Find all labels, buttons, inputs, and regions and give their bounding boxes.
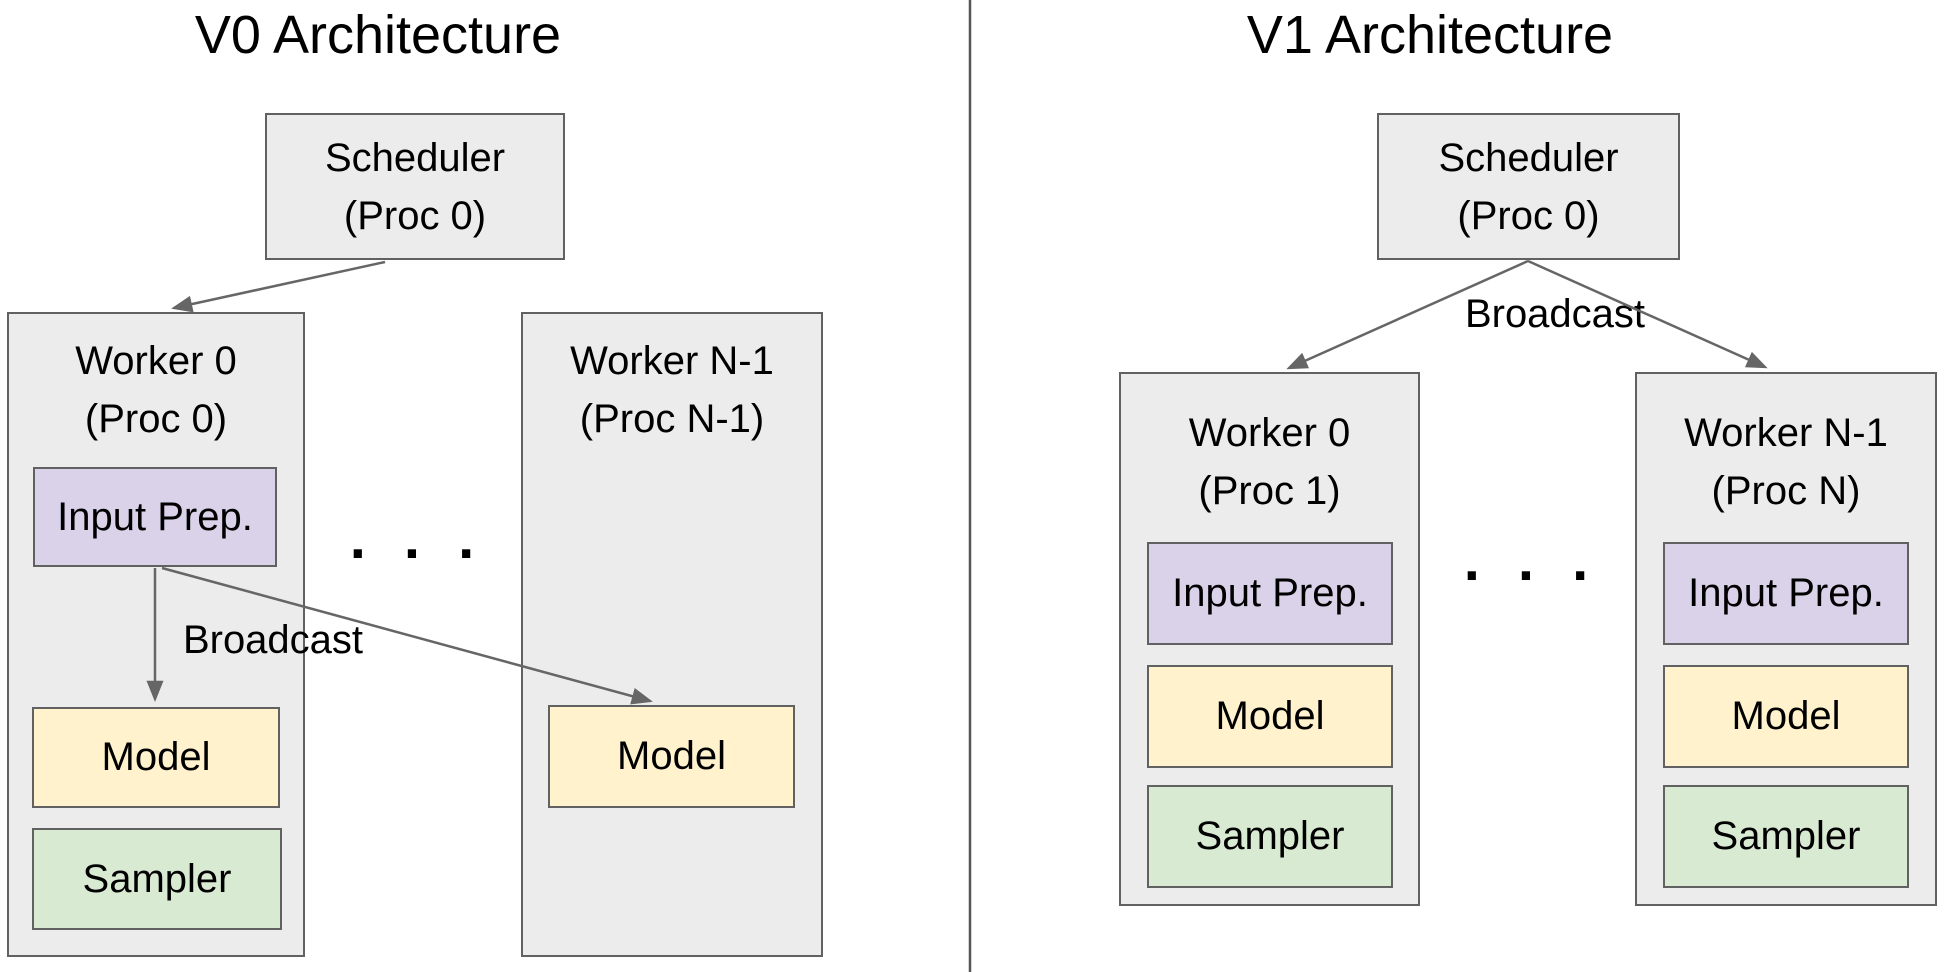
v1-workerN-proc: (Proc N) [1711,469,1861,513]
v1-scheduler-name: Scheduler [1438,135,1619,180]
v1-worker0-proc: (Proc 1) [1198,469,1341,513]
v0-worker0-model-box: Model [32,707,280,808]
v1-worker0-name: Worker 0 [1188,411,1351,455]
v1-workerN-input-prep-box: Input Prep. [1663,542,1909,645]
v0-workerN-proc: (Proc N-1) [579,397,765,441]
v0-scheduler-box: Scheduler (Proc 0) [265,113,565,260]
v1-scheduler-box: Scheduler (Proc 0) [1377,113,1680,260]
v0-worker0-proc: (Proc 0) [84,397,228,441]
v1-worker0-model-box: Model [1147,665,1393,768]
v0-scheduler-proc: (Proc 0) [343,193,487,238]
v1-workerN-label: Worker N-1 (Proc N) [1635,404,1937,520]
v1-worker0-label: Worker 0 (Proc 1) [1119,404,1420,520]
v1-worker0-sampler-box: Sampler [1147,785,1393,888]
v0-ellipsis: . . . [349,505,477,571]
v0-workerN-model-box: Model [548,705,795,808]
v0-workerN-label: Worker N-1 (Proc N-1) [521,332,823,448]
v0-worker0-label: Worker 0 (Proc 0) [7,332,305,448]
v1-broadcast-label: Broadcast [1464,292,1646,336]
v0-worker0-name: Worker 0 [75,339,237,383]
v1-scheduler-proc: (Proc 0) [1457,193,1600,238]
v1-workerN-name: Worker N-1 [1684,411,1888,455]
v0-arrow-scheduler-to-worker0 [171,260,386,313]
v1-title: V1 Architecture [1246,5,1614,65]
v0-scheduler-name: Scheduler [324,135,506,180]
v1-ellipsis: . . . [1463,527,1591,593]
v1-workerN-sampler-box: Sampler [1663,785,1909,888]
v0-broadcast-label: Broadcast [182,618,364,662]
v0-worker0-sampler-box: Sampler [32,828,282,930]
v0-workerN-name: Worker N-1 [570,339,774,383]
v1-workerN-model-box: Model [1663,665,1909,768]
v0-worker0-input-prep-box: Input Prep. [33,467,277,567]
v1-worker0-input-prep-box: Input Prep. [1147,542,1393,645]
v0-title: V0 Architecture [194,5,562,65]
